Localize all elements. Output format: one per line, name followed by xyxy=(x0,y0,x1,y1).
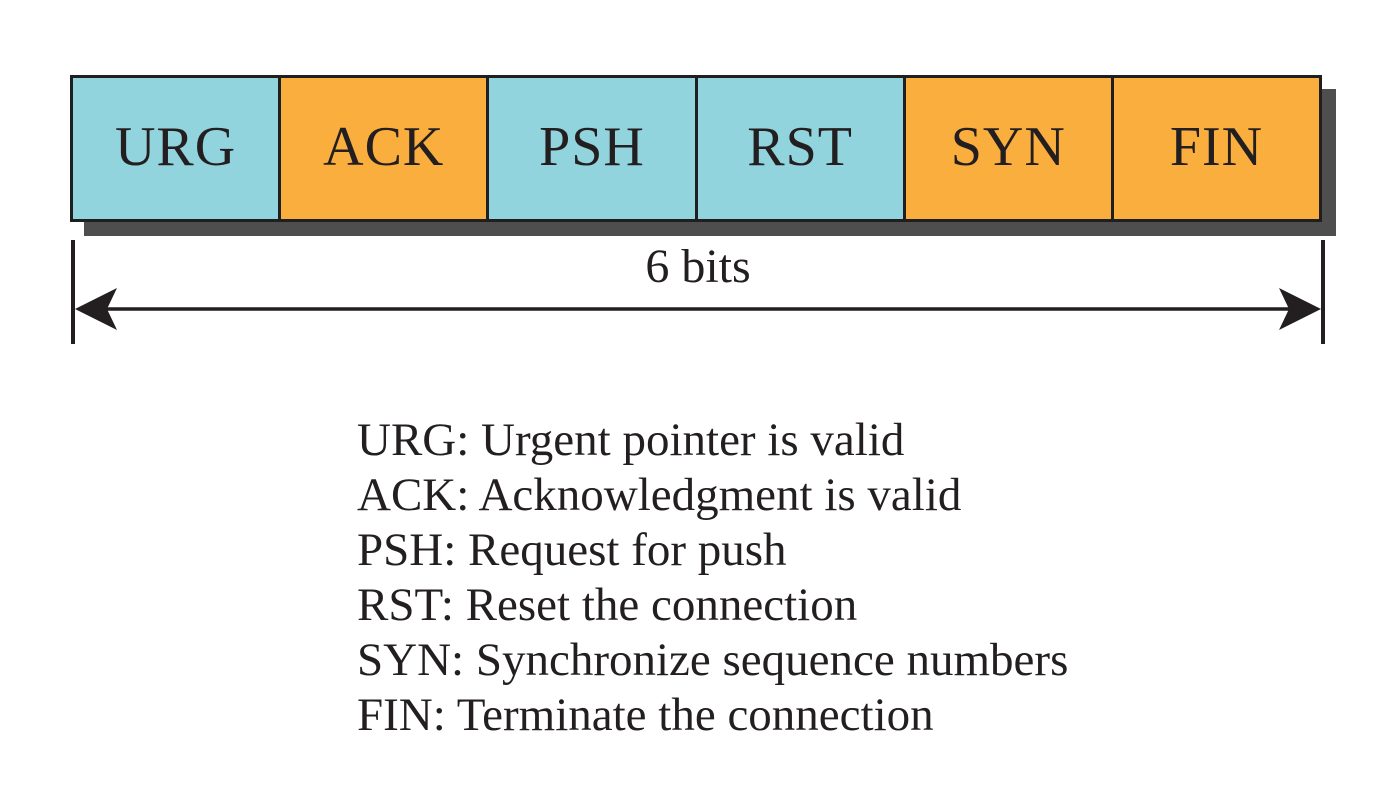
flag-legend: URG: Urgent pointer is valid ACK: Acknow… xyxy=(357,413,1068,743)
flag-label-urg: URG xyxy=(114,115,237,178)
legend-line-psh: PSH: Request for push xyxy=(357,524,787,576)
flag-label-syn: SYN xyxy=(950,115,1066,178)
flag-box-fin: FIN xyxy=(1110,78,1320,219)
flag-label-fin: FIN xyxy=(1169,115,1264,178)
six-bits-label: 6 bits xyxy=(645,240,751,293)
legend-line-ack: ACK: Acknowledgment is valid xyxy=(357,469,962,521)
legend-line-urg: URG: Urgent pointer is valid xyxy=(357,414,905,466)
legend-line-syn: SYN: Synchronize sequence numbers xyxy=(357,634,1069,686)
flag-label-rst: RST xyxy=(747,115,853,178)
flag-box-psh: PSH xyxy=(486,78,695,219)
legend-line-rst: RST: Reset the connection xyxy=(357,579,858,631)
legend-line-fin: FIN: Terminate the connection xyxy=(357,689,934,741)
flag-box-ack: ACK xyxy=(278,78,487,219)
flag-box-syn: SYN xyxy=(902,78,1111,219)
six-bits-dimension-arrow-icon xyxy=(71,240,1325,344)
flag-label-ack: ACK xyxy=(323,115,445,178)
flag-label-psh: PSH xyxy=(539,115,645,178)
flag-boxes-row: URG ACK PSH RST SYN FIN xyxy=(70,75,1322,222)
flag-box-urg: URG xyxy=(73,78,279,219)
flag-box-rst: RST xyxy=(694,78,903,219)
